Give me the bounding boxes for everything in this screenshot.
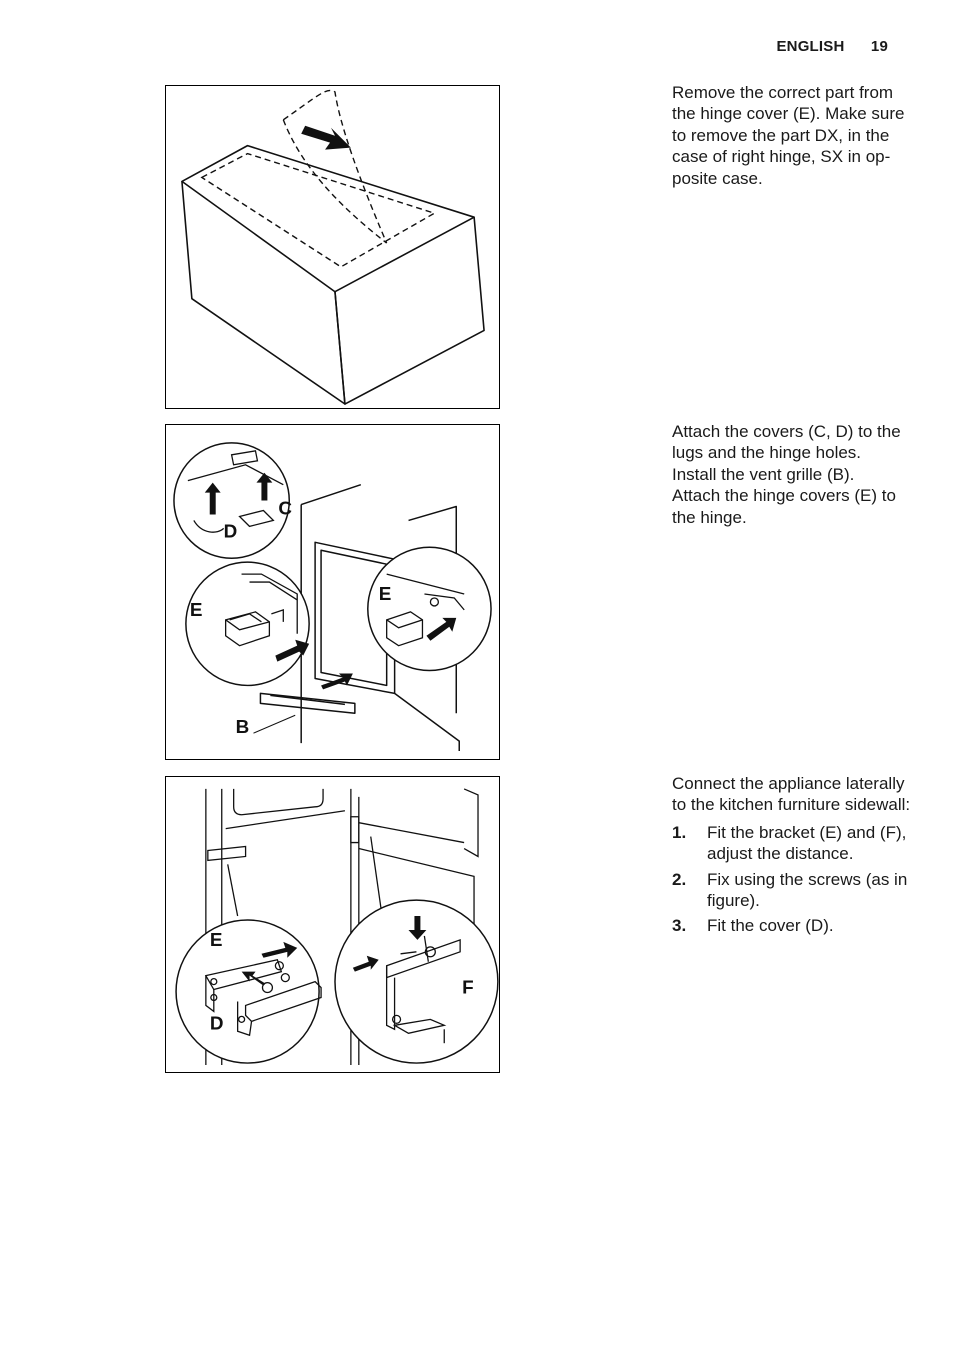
label-e-left: E bbox=[190, 600, 203, 621]
arrow-icon bbox=[352, 955, 379, 972]
arrow-down-icon bbox=[408, 916, 427, 940]
page-number: 19 bbox=[870, 38, 888, 55]
detail-circle-e-d bbox=[175, 919, 320, 1064]
arrow-icon bbox=[241, 971, 266, 986]
arrow-up-icon bbox=[256, 472, 273, 501]
arrow-icon bbox=[321, 673, 353, 690]
list-item: 1. Fit the bracket (E) and (F), adjust t… bbox=[672, 822, 907, 864]
hinge-cover-illustration bbox=[181, 89, 485, 405]
list-item: 3. Fit the cover (D). bbox=[672, 916, 834, 936]
step3-list: 1. Fit the bracket (E) and (F), adjust t… bbox=[672, 822, 912, 937]
detail-circle-e-right bbox=[367, 546, 492, 672]
step1-text: Remove the correct part from the hinge c… bbox=[672, 83, 905, 188]
step2-line2: Install the vent grille (B). bbox=[672, 464, 855, 484]
step2-line1: Attach the covers (C, D) to the lugs and… bbox=[672, 422, 901, 463]
figure-covers-vent-grille: C D E E B bbox=[165, 424, 500, 760]
figure-brackets: E D F bbox=[165, 776, 500, 1073]
detail-circle-e-left bbox=[185, 561, 310, 687]
instruction-step-3: Connect the appliance laterally to the k… bbox=[672, 773, 912, 941]
arrow-up-icon bbox=[204, 482, 221, 515]
list-item: 2. Fix using the screws (as in figure). bbox=[672, 869, 908, 911]
label-d: D bbox=[210, 1013, 224, 1034]
step2-line3: Attach the hinge covers (E) to the hinge… bbox=[672, 486, 896, 527]
label-f: F bbox=[462, 978, 474, 999]
brackets-illustration: E D F bbox=[175, 788, 499, 1066]
label-e: E bbox=[210, 930, 223, 951]
label-d: D bbox=[224, 521, 238, 542]
arrow-icon bbox=[426, 617, 457, 641]
arrow-icon bbox=[301, 125, 351, 150]
label-b: B bbox=[236, 717, 250, 738]
arrow-icon bbox=[261, 941, 298, 958]
instruction-step-1: Remove the correct part from the hinge c… bbox=[672, 82, 912, 189]
label-c: C bbox=[278, 498, 292, 519]
instruction-step-2: Attach the covers (C, D) to the lugs and… bbox=[672, 421, 912, 528]
figure-hinge-cover bbox=[165, 85, 500, 409]
covers-vent-grille-illustration: C D E E B bbox=[173, 442, 492, 752]
section-title: ENGLISH bbox=[776, 38, 845, 55]
arrow-icon bbox=[275, 639, 310, 662]
label-e-right: E bbox=[379, 584, 392, 605]
page-header: ENGLISH 19 bbox=[776, 38, 888, 55]
step3-intro: Connect the appliance laterally to the k… bbox=[672, 774, 911, 815]
